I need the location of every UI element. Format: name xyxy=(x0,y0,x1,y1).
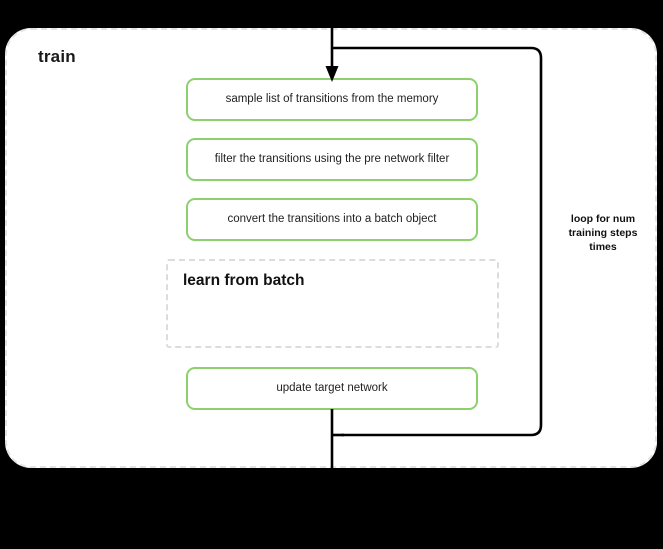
step-label-update: update target network xyxy=(276,381,388,394)
learn-from-batch-subblock[interactable]: learn from batch xyxy=(166,259,499,348)
train-block-label: train xyxy=(38,47,76,66)
learn-from-batch-label: learn from batch xyxy=(183,272,305,289)
step-label-filter: filter the transitions using the pre net… xyxy=(214,152,450,165)
loop-annotation-line-2: training steps xyxy=(568,227,638,240)
step-box-filter[interactable]: filter the transitions using the pre net… xyxy=(186,138,478,181)
loop-annotation-line-3: times xyxy=(589,241,617,254)
step-label-sample: sample list of transitions from the memo… xyxy=(225,92,439,105)
step-box-convert[interactable]: convert the transitions into a batch obj… xyxy=(186,198,478,241)
step-label-convert: convert the transitions into a batch obj… xyxy=(227,212,437,225)
step-box-update-target-network[interactable]: update target network xyxy=(186,367,478,410)
loop-annotation: loop for num training steps times xyxy=(547,212,659,255)
step-box-sample[interactable]: sample list of transitions from the memo… xyxy=(186,78,478,121)
loop-annotation-line-1: loop for num xyxy=(570,213,636,225)
